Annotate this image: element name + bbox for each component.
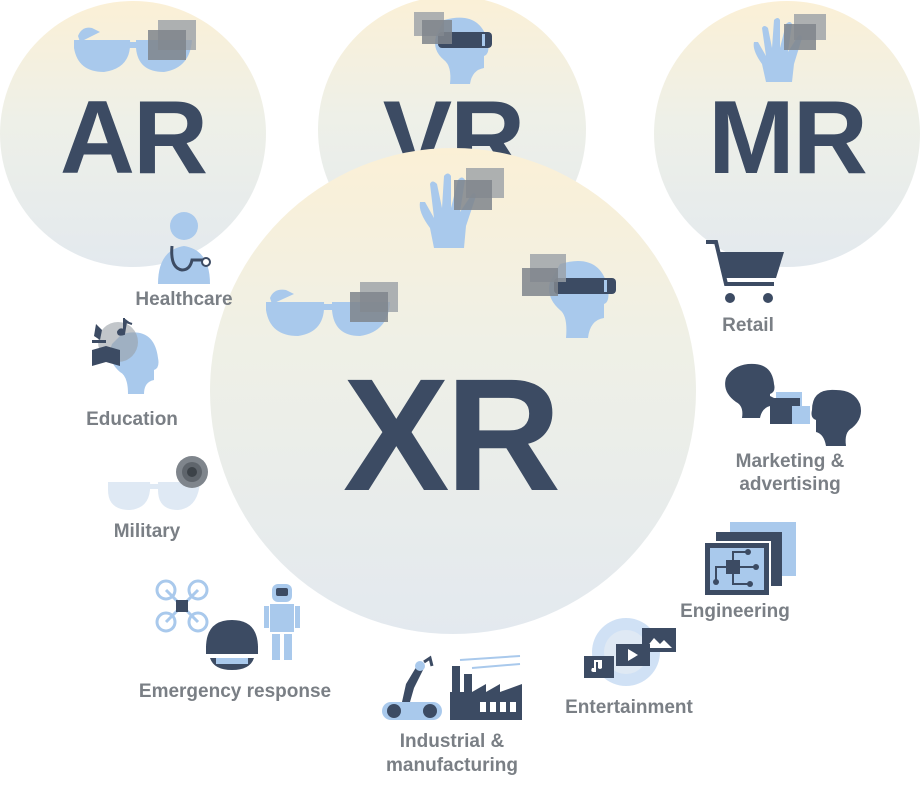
vr-head-icon xyxy=(410,10,500,88)
industrial-label-line1: Industrial & xyxy=(399,731,505,752)
ar-glasses-icon xyxy=(70,16,200,80)
industrial-label-line2: manufacturing xyxy=(386,755,518,776)
ar-label: AR xyxy=(59,80,208,196)
doctor-icon xyxy=(156,210,216,286)
education-head-icon xyxy=(88,316,164,396)
conversation-icon xyxy=(718,362,864,450)
healthcare-label: Healthcare xyxy=(135,289,233,310)
marketing-label-line1: Marketing & xyxy=(735,451,845,472)
media-icon xyxy=(580,616,684,692)
xr-hand-icon xyxy=(414,166,510,250)
marketing-label-line2: advertising xyxy=(739,474,841,495)
military-glasses-icon xyxy=(102,452,212,516)
factory-robot-icon xyxy=(380,654,524,722)
entertainment-label: Entertainment xyxy=(565,697,693,718)
retail-label: Retail xyxy=(722,315,774,336)
engineering-label: Engineering xyxy=(680,601,790,622)
xr-glasses-icon xyxy=(262,280,402,344)
military-label: Military xyxy=(113,521,181,542)
emergency-label: Emergency response xyxy=(138,681,332,702)
mr-hand-icon xyxy=(748,12,832,84)
shopping-cart-icon xyxy=(704,238,788,306)
xr-label: XR xyxy=(342,345,561,524)
education-label: Education xyxy=(86,409,178,430)
emergency-icon xyxy=(154,578,306,674)
mr-label: MR xyxy=(708,80,868,196)
xr-vr-head-icon xyxy=(520,252,620,342)
circuit-screen-icon xyxy=(700,522,798,598)
